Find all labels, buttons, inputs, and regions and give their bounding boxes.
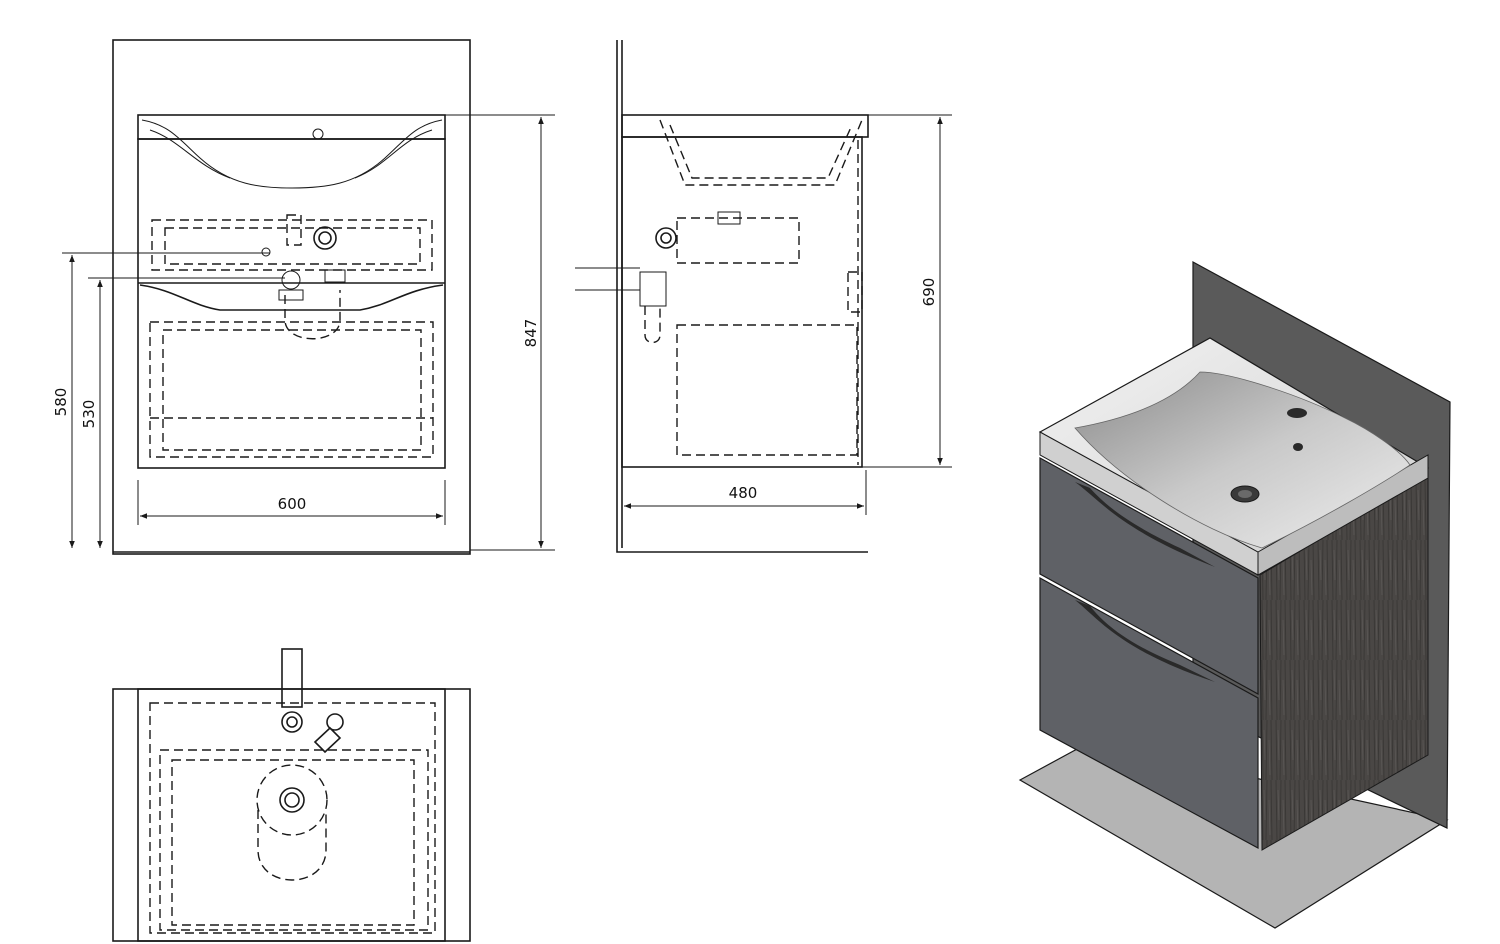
side-view: 690 480 bbox=[575, 40, 952, 553]
side-drain-pipe bbox=[575, 267, 640, 291]
isometric-view bbox=[1018, 260, 1451, 929]
front-cabinet bbox=[137, 138, 446, 469]
dim-580-label: 580 bbox=[52, 388, 70, 417]
dim-600-label: 600 bbox=[278, 495, 307, 513]
top-faucet-pipe bbox=[281, 648, 303, 708]
dim-480-label: 480 bbox=[729, 484, 758, 502]
side-siphon bbox=[639, 211, 741, 344]
front-basin-bowl bbox=[141, 119, 443, 189]
iso-drawer-upper bbox=[1039, 456, 1259, 696]
dim-530-label: 530 bbox=[80, 400, 98, 429]
top-siphon bbox=[256, 711, 344, 881]
top-view bbox=[112, 648, 471, 942]
side-basin-top bbox=[621, 114, 869, 138]
iso-drawer-lower bbox=[1039, 576, 1259, 850]
front-view: 580 530 847 600 bbox=[52, 39, 555, 555]
dim-847-label: 847 bbox=[522, 319, 540, 348]
dim-690-label: 690 bbox=[920, 278, 938, 307]
side-wall bbox=[616, 40, 868, 553]
front-basin-top bbox=[137, 114, 446, 140]
iso-basin-bowl bbox=[1074, 371, 1411, 549]
iso-handle-upper bbox=[1075, 482, 1215, 567]
iso-faucet-hole bbox=[1287, 408, 1307, 418]
front-siphon bbox=[261, 214, 346, 340]
iso-handle-lower bbox=[1075, 600, 1215, 682]
front-drawer-handle bbox=[139, 284, 444, 311]
front-wall-outline bbox=[112, 39, 471, 555]
front-faucet-hole bbox=[312, 128, 324, 140]
iso-overflow-hole bbox=[1293, 443, 1303, 451]
side-cabinet bbox=[621, 136, 863, 468]
